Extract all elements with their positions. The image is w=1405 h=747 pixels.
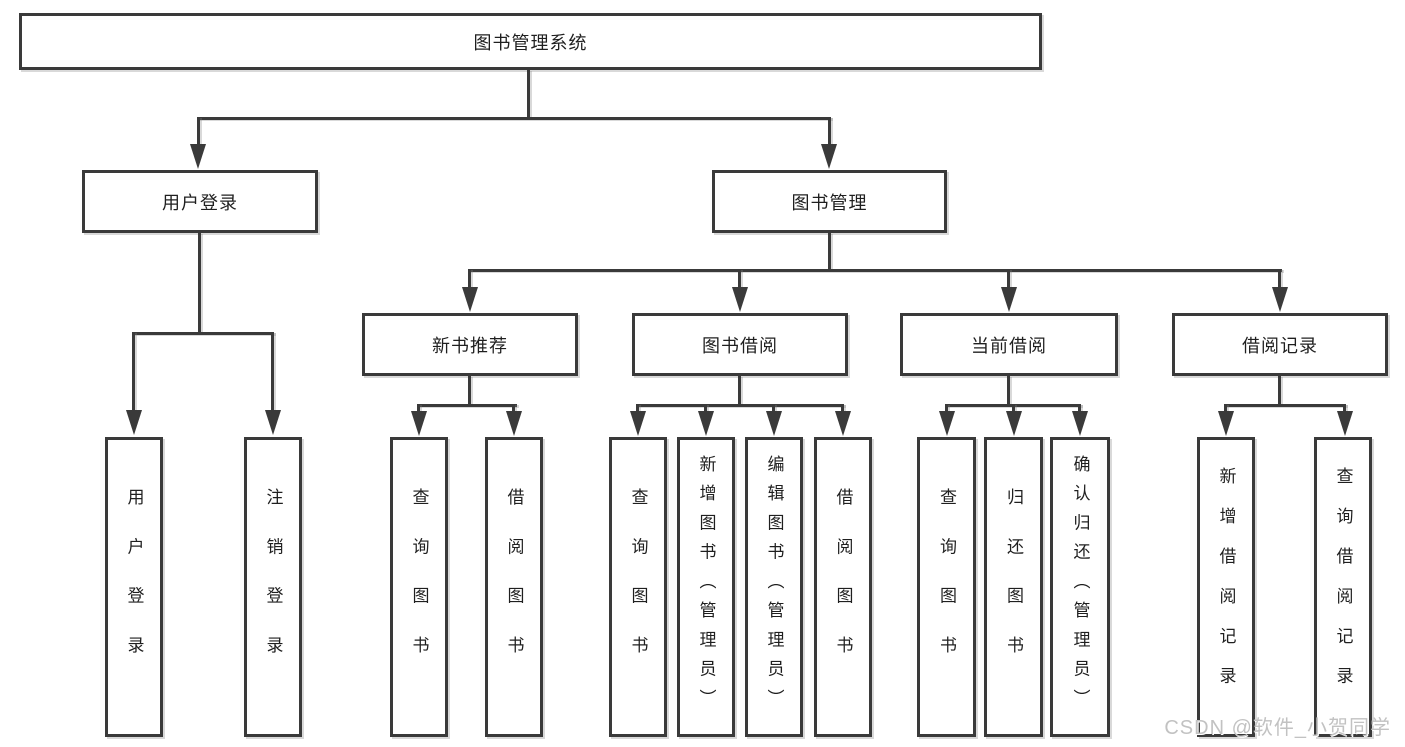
connector-mgmt-rail bbox=[468, 269, 1282, 272]
connector-drop-borrow bbox=[738, 269, 741, 290]
leaf-label: 查询图书 bbox=[628, 488, 648, 686]
arrowhead-current bbox=[1001, 287, 1017, 312]
arrowhead-leaf bbox=[835, 411, 851, 436]
connector-drop bbox=[1224, 404, 1227, 414]
arrowhead-leaf bbox=[1218, 411, 1234, 436]
node-book-management: 图书管理 bbox=[712, 170, 947, 233]
node-current-borrowing: 当前借阅 bbox=[900, 313, 1118, 376]
connector-userlogin-stem bbox=[198, 233, 201, 334]
leaf-label: 编辑图书（管理员） bbox=[764, 455, 784, 719]
connector-drop bbox=[636, 404, 639, 414]
leaf-user-login: 用户登录 bbox=[105, 437, 163, 737]
leaf-edit-books-admin: 编辑图书（管理员） bbox=[745, 437, 803, 737]
leaf-query-borrow-record: 查询借阅记录 bbox=[1314, 437, 1372, 737]
arrowhead-leaf bbox=[1337, 411, 1353, 436]
node-label: 借阅记录 bbox=[1242, 335, 1318, 356]
leaf-label: 注销登录 bbox=[263, 488, 283, 686]
connector-mgmt-stem bbox=[828, 233, 831, 271]
connector-drop-user-login bbox=[197, 117, 200, 147]
connector-drop-new-book bbox=[468, 269, 471, 290]
node-label: 当前借阅 bbox=[971, 335, 1047, 356]
connector-newbook-stem bbox=[468, 376, 471, 406]
connector-root-rail bbox=[197, 117, 831, 120]
connector-root-stem bbox=[527, 70, 530, 119]
connector-drop bbox=[417, 404, 420, 414]
leaf-label: 借阅图书 bbox=[504, 488, 524, 686]
node-user-login-branch: 用户登录 bbox=[82, 170, 318, 233]
connector-drop bbox=[704, 404, 707, 414]
connector-drop-book-mgmt bbox=[828, 117, 831, 147]
node-book-borrowing: 图书借阅 bbox=[632, 313, 848, 376]
arrowhead-leaf-logout bbox=[265, 410, 281, 435]
leaf-label: 查询图书 bbox=[409, 488, 429, 686]
arrowhead-records bbox=[1272, 287, 1288, 312]
arrowhead-leaf bbox=[939, 411, 955, 436]
connector-drop bbox=[1078, 404, 1081, 414]
connector-drop bbox=[841, 404, 844, 414]
leaf-add-borrow-record: 新增借阅记录 bbox=[1197, 437, 1255, 737]
leaf-label: 借阅图书 bbox=[833, 488, 853, 686]
node-label: 新书推荐 bbox=[432, 335, 508, 356]
leaf-label: 归还图书 bbox=[1004, 488, 1023, 686]
node-new-book-recommend: 新书推荐 bbox=[362, 313, 578, 376]
connector-currentsec-stem bbox=[1007, 376, 1010, 406]
leaf-label: 查询借阅记录 bbox=[1333, 467, 1353, 707]
node-label: 图书管理系统 bbox=[473, 32, 588, 53]
arrowhead-book-mgmt bbox=[821, 144, 837, 169]
arrowhead-borrow bbox=[732, 287, 748, 312]
connector-borrowsec-rail bbox=[636, 404, 844, 407]
node-label: 用户登录 bbox=[162, 192, 238, 213]
csdn-watermark: CSDN @软件_小贺同学 bbox=[1164, 717, 1391, 739]
connector-recordsec-stem bbox=[1278, 376, 1281, 406]
arrowhead-leaf bbox=[630, 411, 646, 436]
node-label: 图书管理 bbox=[791, 192, 868, 213]
leaf-label: 新增图书（管理员） bbox=[696, 455, 716, 719]
connector-recordsec-rail bbox=[1224, 404, 1346, 407]
node-label: 图书借阅 bbox=[702, 335, 778, 356]
node-library-system: 图书管理系统 bbox=[19, 13, 1042, 70]
leaf-return-books: 归还图书 bbox=[984, 437, 1043, 737]
leaf-label: 新增借阅记录 bbox=[1216, 467, 1236, 707]
leaf-query-books-borrow: 查询图书 bbox=[609, 437, 667, 737]
leaf-query-books-current: 查询图书 bbox=[917, 437, 976, 737]
arrowhead-leaf bbox=[506, 411, 522, 436]
arrowhead-leaf bbox=[766, 411, 782, 436]
leaf-label: 查询图书 bbox=[937, 488, 956, 686]
connector-drop bbox=[512, 404, 515, 414]
connector-borrowsec-stem bbox=[738, 376, 741, 406]
arrowhead-leaf bbox=[1072, 411, 1088, 436]
leaf-confirm-return-admin: 确认归还（管理员） bbox=[1050, 437, 1110, 737]
connector-drop bbox=[945, 404, 948, 414]
arrowhead-user-login bbox=[190, 144, 206, 169]
leaf-logout: 注销登录 bbox=[244, 437, 302, 737]
connector-drop bbox=[1012, 404, 1015, 414]
connector-drop-leaf-login bbox=[132, 332, 135, 410]
leaf-add-books-admin: 新增图书（管理员） bbox=[677, 437, 735, 737]
leaf-label: 确认归还（管理员） bbox=[1070, 455, 1090, 719]
arrowhead-leaf bbox=[411, 411, 427, 436]
leaf-borrow-books: 借阅图书 bbox=[814, 437, 872, 737]
node-borrowing-records: 借阅记录 bbox=[1172, 313, 1388, 376]
connector-drop-records bbox=[1278, 269, 1281, 290]
connector-userlogin-rail bbox=[132, 332, 274, 335]
connector-drop bbox=[1343, 404, 1346, 414]
connector-drop-leaf-logout bbox=[271, 332, 274, 410]
leaf-label: 用户登录 bbox=[124, 488, 144, 686]
arrowhead-leaf bbox=[698, 411, 714, 436]
arrowhead-leaf-login bbox=[126, 410, 142, 435]
connector-newbook-rail bbox=[417, 404, 517, 407]
arrowhead-leaf bbox=[1006, 411, 1022, 436]
connector-drop-current bbox=[1007, 269, 1010, 290]
connector-drop bbox=[772, 404, 775, 414]
arrowhead-new-book bbox=[462, 287, 478, 312]
leaf-borrow-books-recommend: 借阅图书 bbox=[485, 437, 543, 737]
leaf-query-books-recommend: 查询图书 bbox=[390, 437, 448, 737]
